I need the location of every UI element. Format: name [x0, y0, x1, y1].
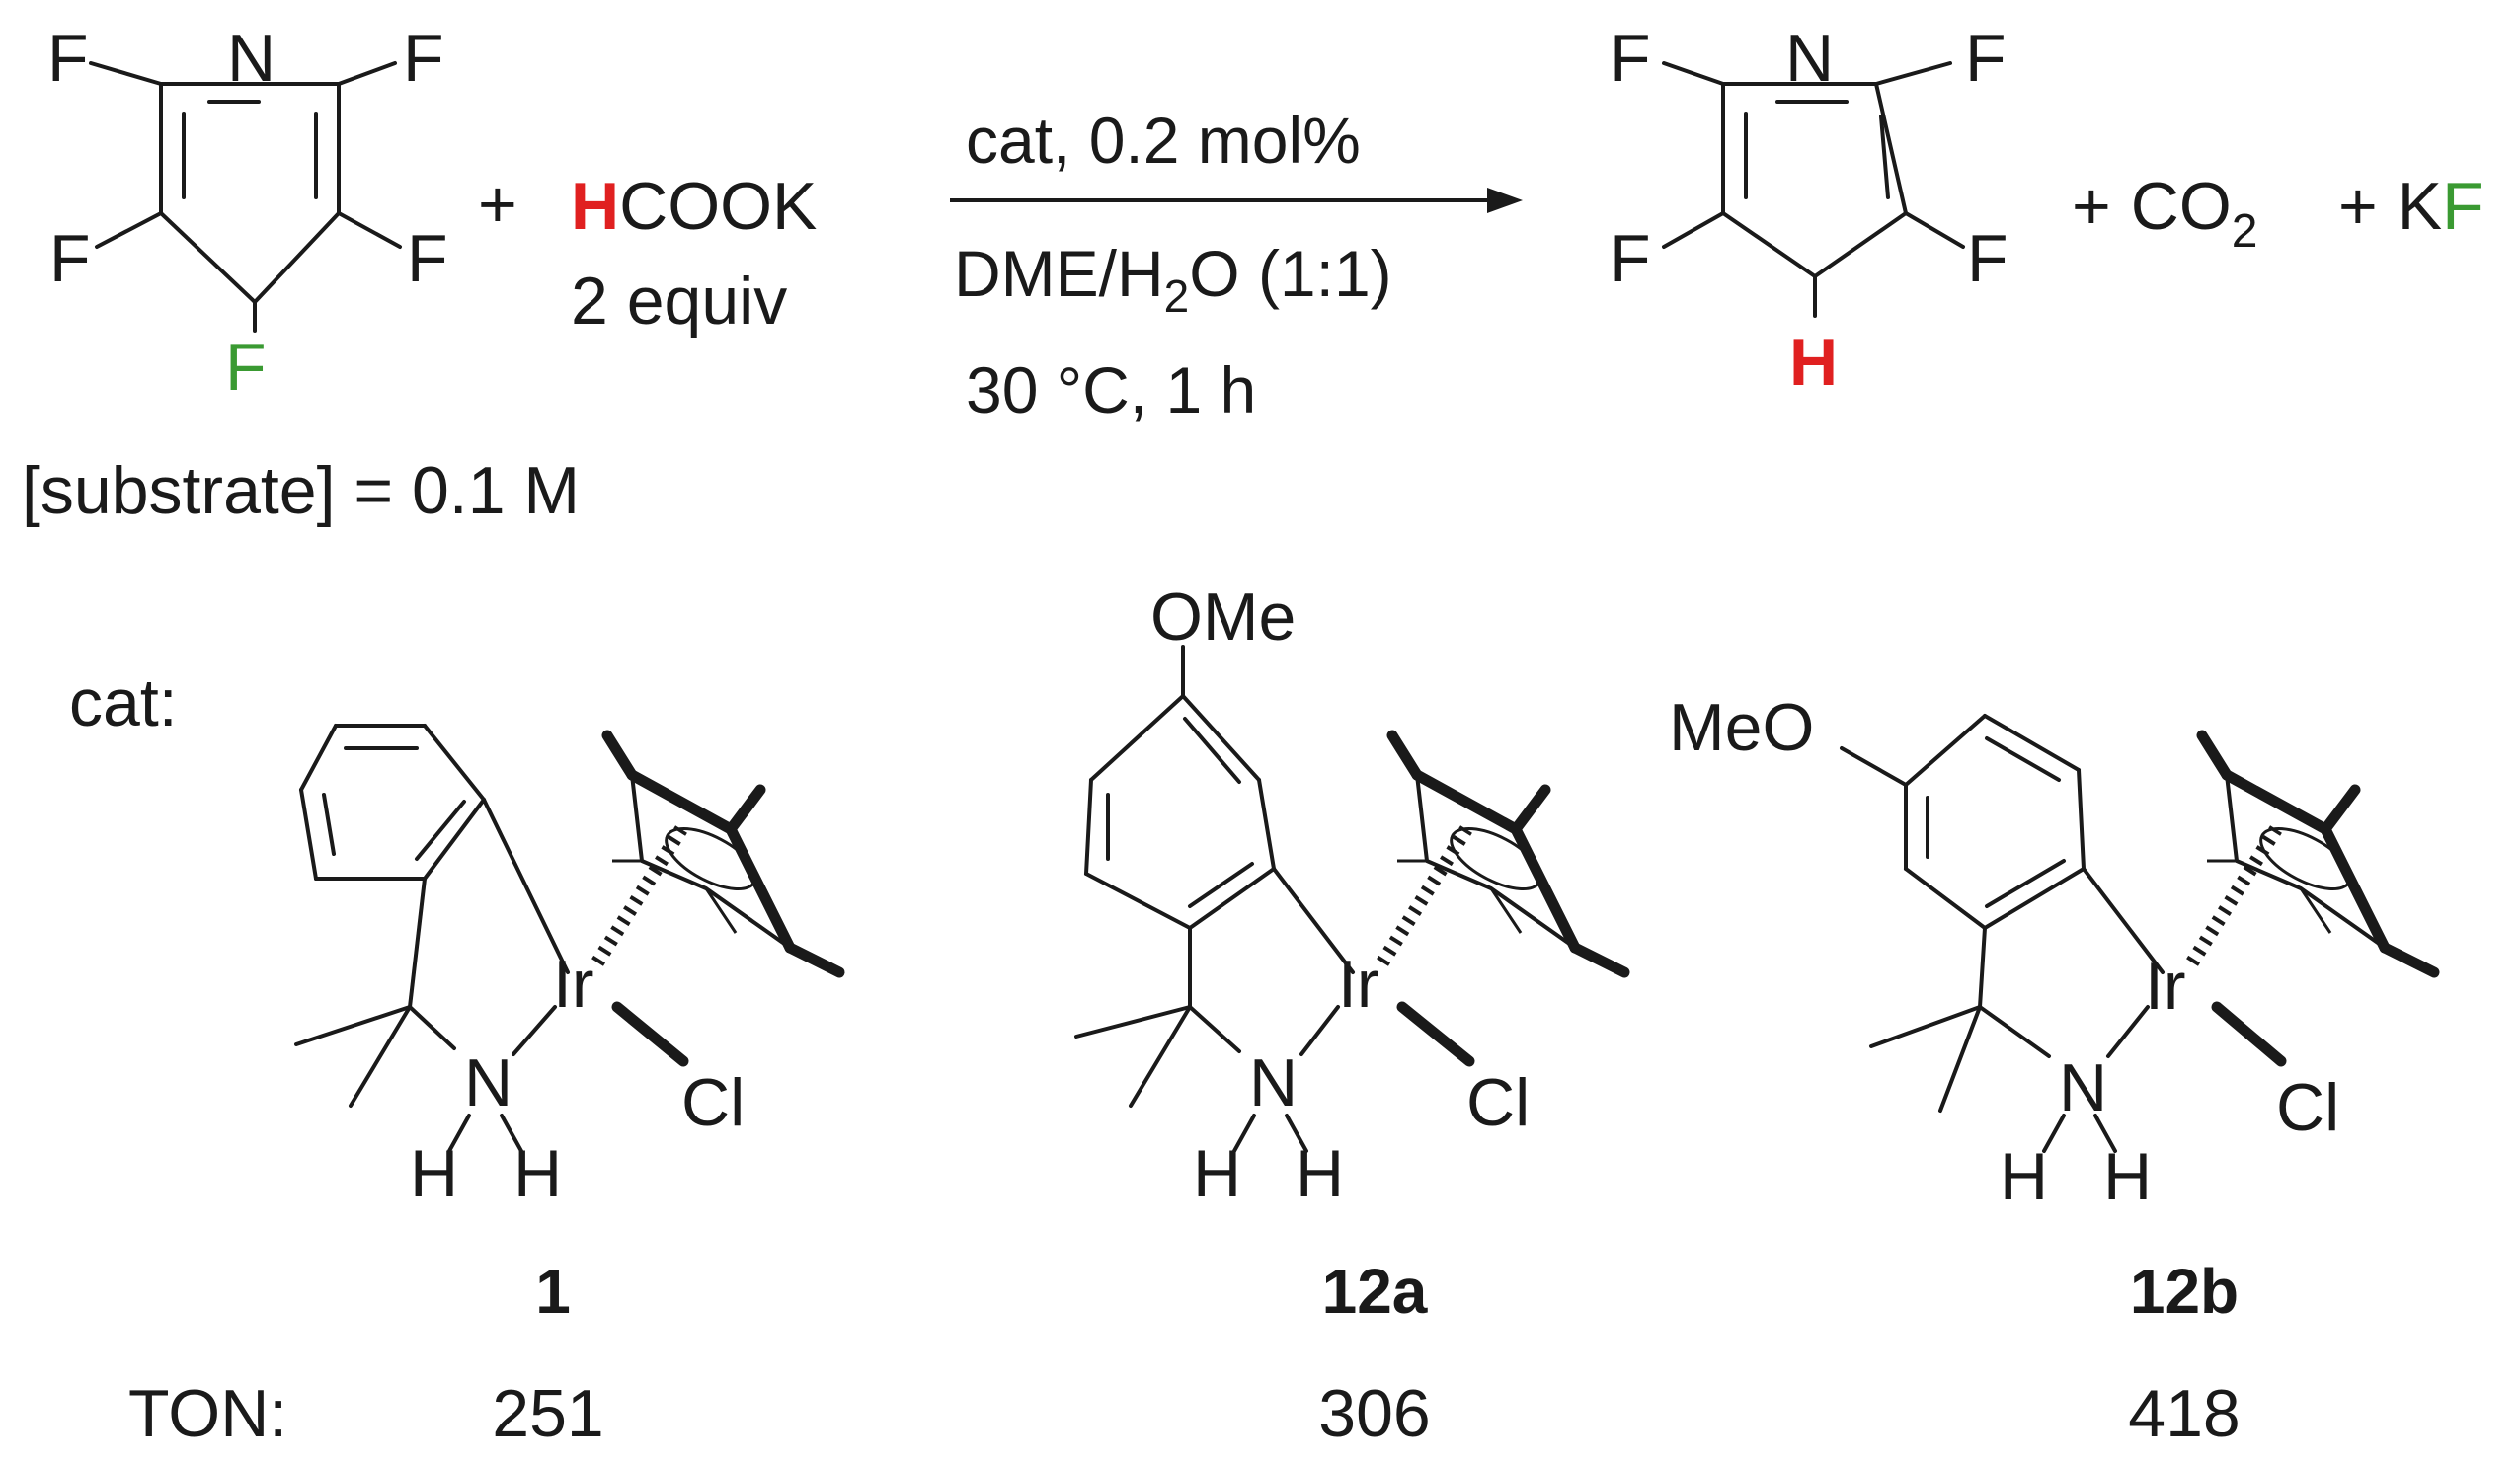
reaction-arrow: [950, 188, 1523, 213]
byproduct-co2: +CO2: [2072, 169, 2257, 258]
atom-h: H: [2103, 1139, 2152, 1214]
atom-f: F: [1967, 221, 2008, 296]
atom-f: F: [407, 221, 448, 296]
tetrafluoropyridine-structure: N F F F F H: [1610, 21, 2008, 400]
atom-n: N: [1785, 21, 1834, 96]
atom-cl: Cl: [2276, 1070, 2339, 1145]
atom-n: N: [2059, 1050, 2107, 1125]
ton-label: TON:: [128, 1376, 287, 1451]
condition-solvent: DME/H2O (1:1): [954, 237, 1392, 322]
substituent-ome: OMe: [1150, 579, 1296, 654]
reagent-rest: COOK: [619, 169, 817, 244]
atom-f: F: [1965, 21, 2007, 96]
ton-value: 306: [1318, 1376, 1430, 1451]
catalyst-id: 12b: [2130, 1256, 2239, 1327]
atom-n: N: [227, 21, 276, 96]
catalyst-id: 12a: [1322, 1256, 1428, 1327]
atom-ir: Ir: [553, 947, 594, 1022]
plus-sign: +: [478, 167, 517, 242]
catalyst-12b-structure: MeO Ir N Cl H H: [1669, 690, 2440, 1214]
condition-catalyst: cat, 0.2 mol%: [966, 104, 1361, 177]
reagent-equiv: 2 equiv: [571, 264, 787, 339]
atom-h: H: [1193, 1136, 1241, 1211]
atom-f: F: [403, 21, 444, 96]
atom-cl: Cl: [681, 1065, 745, 1140]
cp-star-ring: [1386, 730, 1630, 978]
atom-f: F: [49, 221, 91, 296]
atom-h: H: [513, 1136, 562, 1211]
pentafluoropyridine-structure: N F F F F F: [47, 21, 448, 405]
atom-h: H: [2000, 1139, 2048, 1214]
byproduct-kf: +KF: [2338, 169, 2483, 244]
reagent-formula: HCOOK: [571, 169, 817, 244]
atom-cl: Cl: [1466, 1065, 1530, 1140]
ton-value: 251: [492, 1376, 603, 1451]
atom-h: H: [410, 1136, 458, 1211]
catalyst-1-structure: Ir N Cl H H: [294, 724, 845, 1211]
atom-ir: Ir: [1338, 947, 1379, 1022]
atom-ir: Ir: [2145, 949, 2186, 1024]
cp-star-ring: [2196, 730, 2440, 978]
atom-h: H: [1296, 1136, 1344, 1211]
catalyst-id: 1: [535, 1256, 571, 1327]
catalyst-label: cat:: [69, 665, 178, 740]
ton-value: 418: [2128, 1376, 2240, 1451]
substrate-concentration: [substrate] = 0.1 M: [22, 453, 580, 528]
atom-n: N: [464, 1045, 512, 1120]
atom-h-highlighted: H: [1789, 325, 1838, 400]
atom-f: F: [1610, 221, 1651, 296]
atom-f: F: [47, 21, 89, 96]
condition-temp-time: 30 °C, 1 h: [966, 353, 1256, 426]
atom-f-highlighted: F: [225, 330, 267, 405]
atom-n: N: [1249, 1045, 1298, 1120]
reagent-hydrogen: H: [571, 169, 619, 244]
catalyst-12a-structure: OMe Ir N Cl H H: [1074, 579, 1630, 1211]
atom-f: F: [1610, 21, 1651, 96]
cp-star-ring: [601, 730, 845, 978]
substituent-meo: MeO: [1669, 690, 1814, 765]
